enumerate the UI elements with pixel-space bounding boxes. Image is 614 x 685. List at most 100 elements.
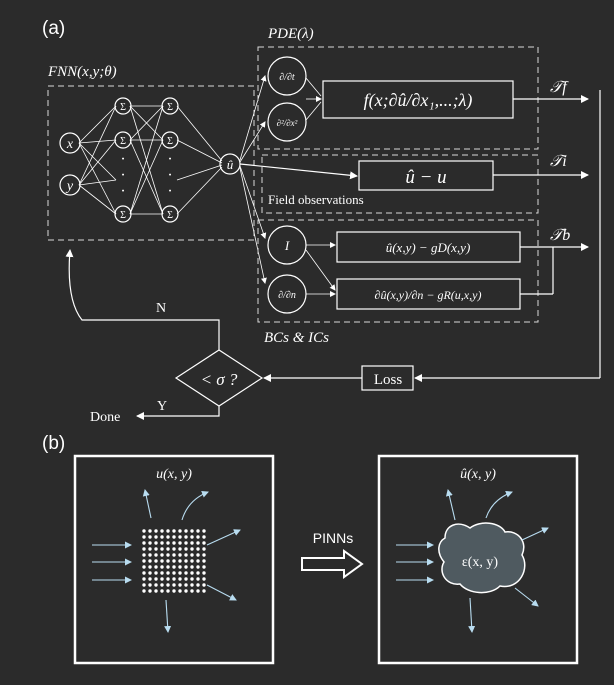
- sensor-dot: [172, 589, 176, 593]
- sigma-label: Σ: [167, 136, 173, 147]
- sensor-dot: [166, 559, 170, 563]
- ellipsis-dot: ·: [120, 167, 125, 184]
- branch-no-label: N: [156, 301, 166, 316]
- sensor-dot: [178, 547, 182, 551]
- sensor-dot: [184, 553, 188, 557]
- right-title: û(x, y): [460, 467, 496, 482]
- left-frame: [73, 454, 275, 665]
- panel-a-label: (a): [42, 18, 65, 39]
- dt-connector: [305, 77, 322, 97]
- sensor-dot: [172, 559, 176, 563]
- ellipsis-dot: ·: [167, 183, 172, 200]
- sensor-dot: [184, 565, 188, 569]
- sensor-dot: [172, 529, 176, 533]
- hidden-layer-2: Σ Σ Σ · · ·: [161, 97, 179, 223]
- dirichlet-text: û(x,y) − gD(x,y): [386, 240, 471, 255]
- hidden-node: [161, 205, 179, 223]
- op-dt-label: ∂/∂t: [279, 72, 295, 83]
- fnn-box: [47, 85, 255, 241]
- decision-diamond: [174, 349, 264, 407]
- sensor-dot: [154, 553, 158, 557]
- sensor-dot: [196, 589, 200, 593]
- sensor-dot: [166, 547, 170, 551]
- sensor-dot: [184, 547, 188, 551]
- sensor-dot: [202, 565, 206, 569]
- sensor-dot: [172, 583, 176, 587]
- sensor-dot: [196, 547, 200, 551]
- sensor-dot: [166, 529, 170, 533]
- inferred-region: [438, 522, 526, 594]
- sensor-dot: [160, 571, 164, 575]
- sensor-dot: [148, 589, 152, 593]
- sensor-dot: [160, 535, 164, 539]
- output-label: û: [227, 157, 234, 172]
- left-title: u(x, y): [156, 467, 192, 482]
- sensor-dot: [184, 583, 188, 587]
- sensor-dot: [172, 553, 176, 557]
- sensor-dot: [172, 535, 176, 539]
- sensor-dot: [148, 583, 152, 587]
- sensor-dot: [160, 553, 164, 557]
- sensor-dot: [142, 529, 146, 533]
- pde-box: [257, 46, 539, 150]
- op-dn-label: ∂/∂n: [278, 290, 296, 301]
- sigma-label: Σ: [120, 210, 126, 221]
- sensor-dot: [142, 547, 146, 551]
- sensor-dot: [148, 571, 152, 575]
- loss-box-text: Loss: [374, 372, 403, 388]
- sensor-dot: [184, 577, 188, 581]
- sensor-dot: [160, 541, 164, 545]
- hidden-node: [114, 131, 132, 149]
- sensor-dot: [154, 577, 158, 581]
- sensor-dot: [184, 529, 188, 533]
- sensor-dot: [190, 577, 194, 581]
- sensor-dot: [154, 583, 158, 587]
- pinns-arrow: [301, 549, 364, 579]
- sensor-dot: [190, 559, 194, 563]
- op-dx-label: ∂²/∂x²: [277, 118, 298, 128]
- sensor-dot: [160, 577, 164, 581]
- no-branch-arrow: [65, 249, 220, 350]
- sensor-dot: [142, 577, 146, 581]
- fnn-label: FNN(x,y;θ): [47, 64, 117, 80]
- input-node-x: [59, 132, 81, 154]
- decision-text: < σ ?: [201, 370, 238, 389]
- sensor-dot: [196, 553, 200, 557]
- observation-text: û − u: [405, 167, 446, 188]
- sensor-dot: [154, 547, 158, 551]
- sensor-dot: [178, 541, 182, 545]
- sensor-dot: [142, 535, 146, 539]
- sensor-dot: [148, 541, 152, 545]
- sensor-dot: [190, 583, 194, 587]
- sensor-dot: [154, 535, 158, 539]
- left-incoming-arrows: [92, 541, 132, 584]
- sensor-dot: [196, 577, 200, 581]
- sensor-dot: [190, 589, 194, 593]
- network-connections: [78, 105, 223, 215]
- sensor-dot: [172, 577, 176, 581]
- loss-i-label: 𝒯i: [550, 153, 567, 170]
- right-incoming-arrows: [396, 541, 434, 584]
- sensor-dot: [178, 577, 182, 581]
- sensor-dot: [166, 589, 170, 593]
- sensor-dot: [196, 529, 200, 533]
- ellipsis-dot: ·: [167, 151, 172, 168]
- sensor-dot: [202, 589, 206, 593]
- sensor-dot: [178, 565, 182, 569]
- sensor-dot: [190, 547, 194, 551]
- sensor-dot: [154, 559, 158, 563]
- right-scatter-arrows: [445, 489, 549, 633]
- sensor-dot: [166, 571, 170, 575]
- left-scatter-arrows: [142, 489, 241, 633]
- done-label: Done: [90, 410, 120, 425]
- sensor-dot: [184, 589, 188, 593]
- sensor-dot: [166, 583, 170, 587]
- sensor-dot: [154, 571, 158, 575]
- branch-yes-label: Y: [157, 399, 167, 414]
- sensor-dot: [202, 529, 206, 533]
- hidden-node: [114, 205, 132, 223]
- sensor-dot: [160, 529, 164, 533]
- ellipsis-dot: ·: [120, 183, 125, 200]
- sensor-dot: [160, 589, 164, 593]
- op-identity-label: I: [284, 238, 290, 253]
